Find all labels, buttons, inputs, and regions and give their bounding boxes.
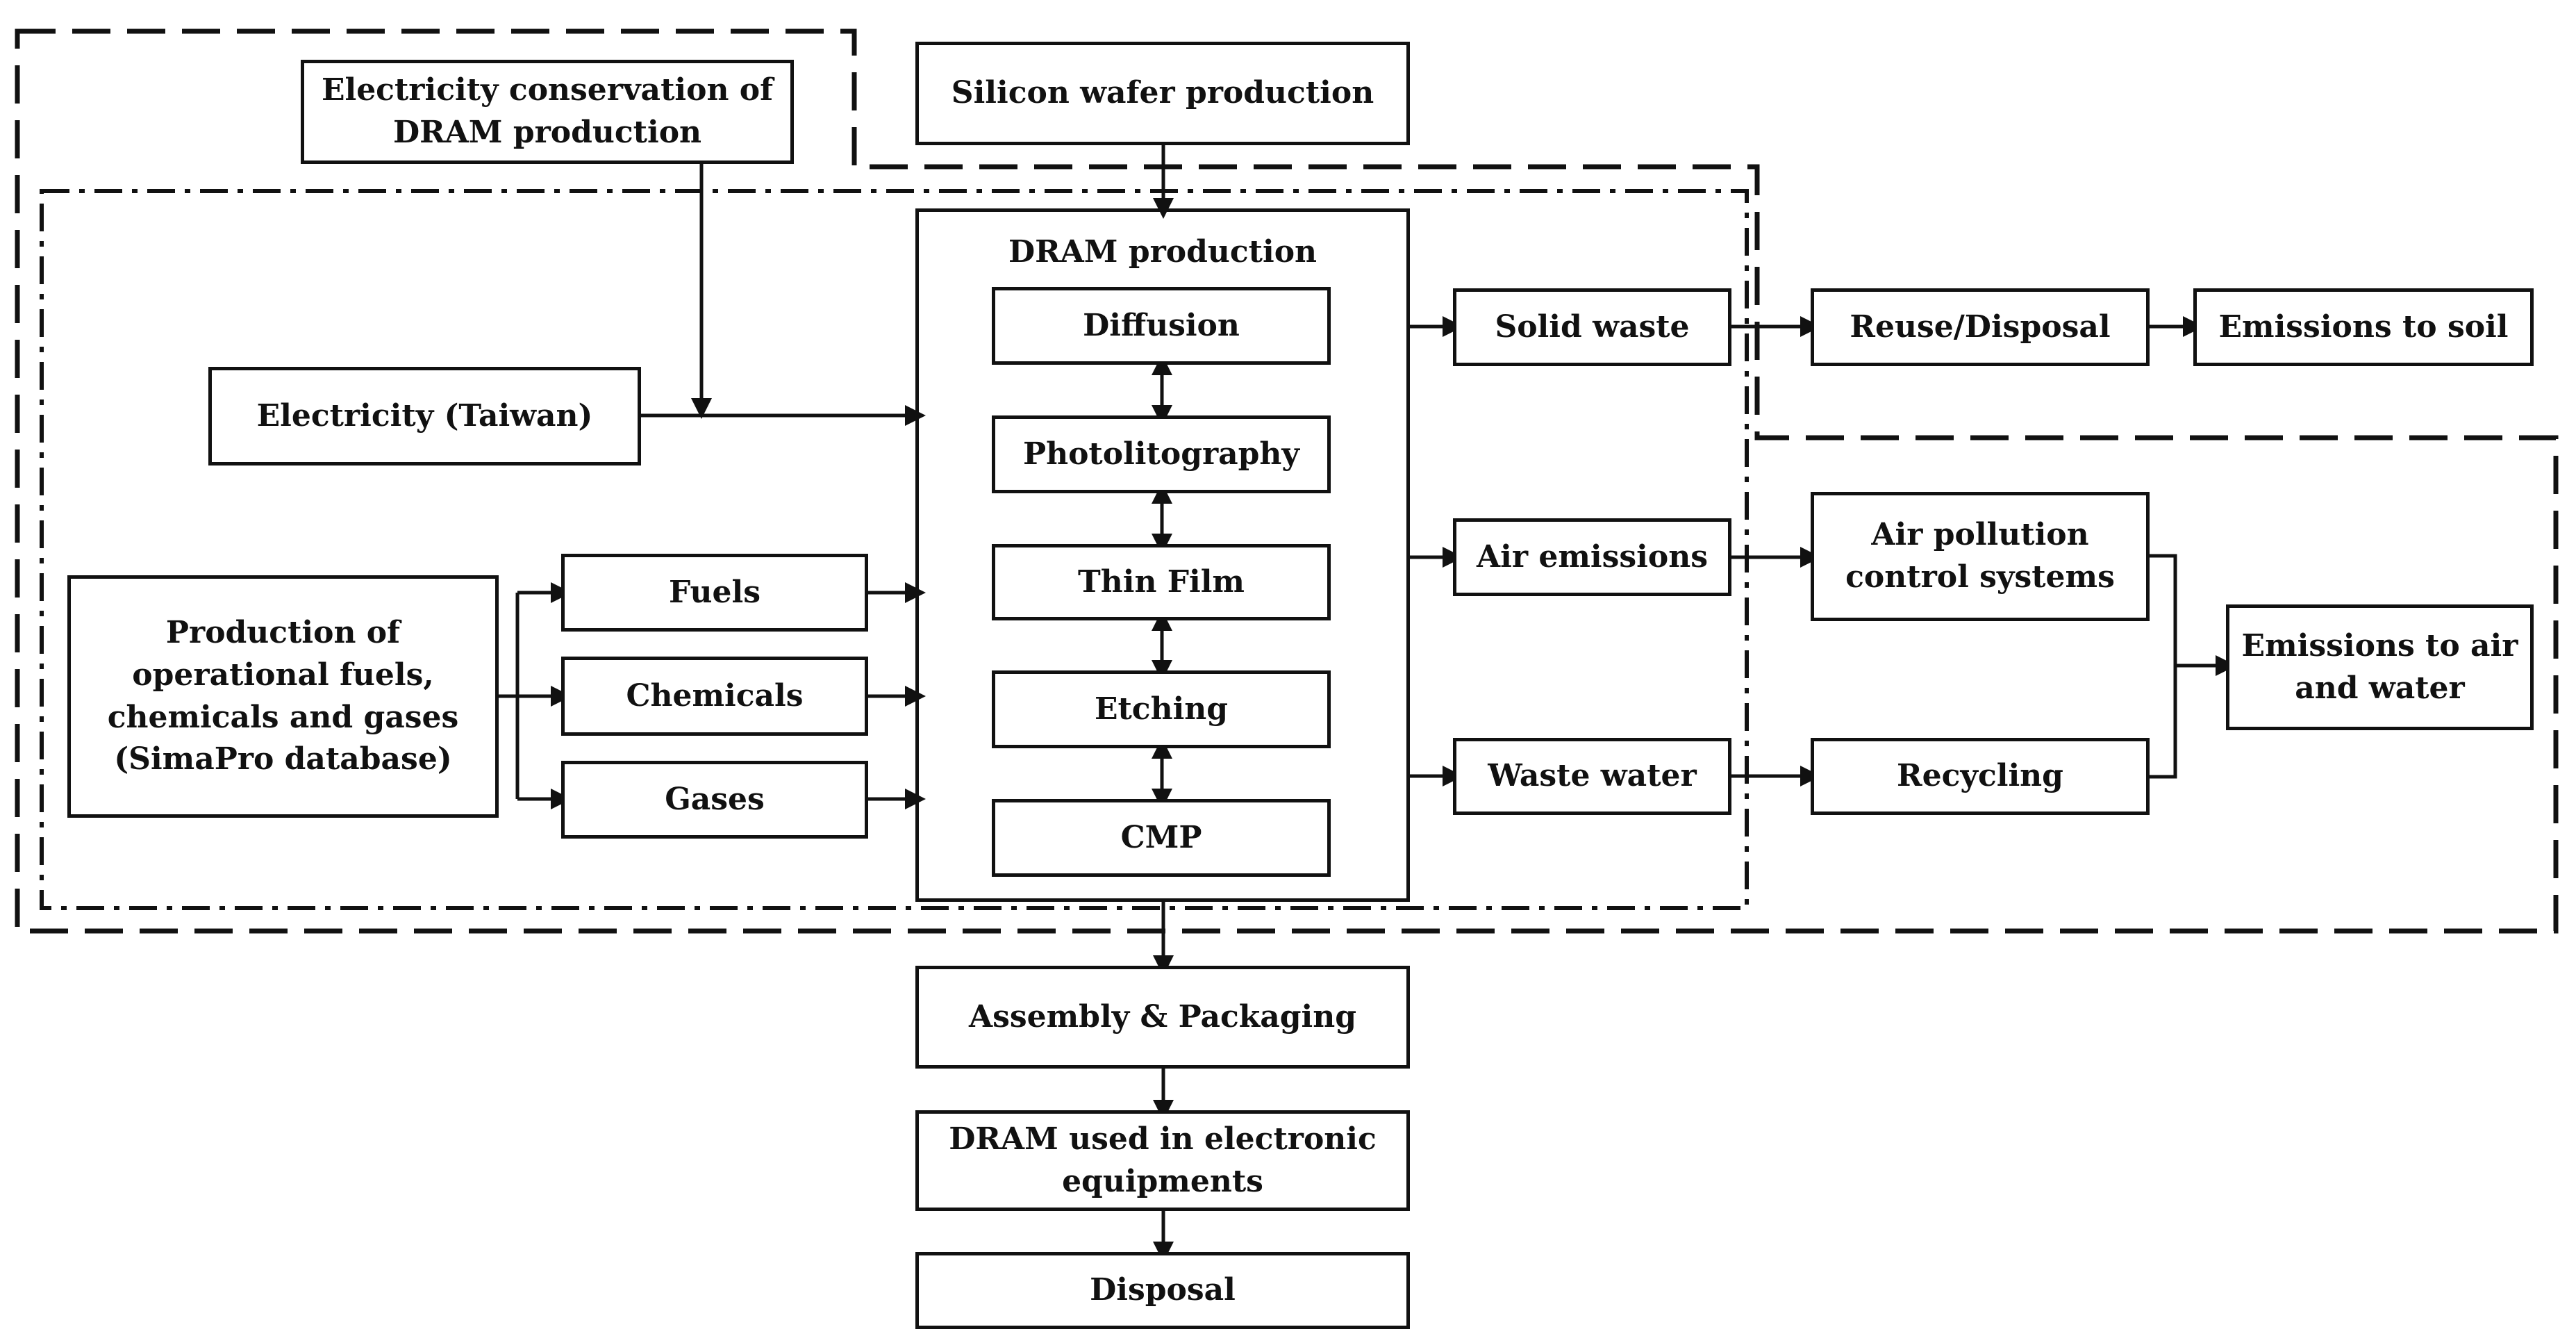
air-pollution-label: Air pollution control systems — [1845, 517, 2115, 595]
solid-waste-label: Solid waste — [1495, 308, 1690, 345]
chemicals-box: Chemicals — [561, 657, 868, 736]
reuse-disposal-label: Reuse/Disposal — [1850, 308, 2111, 345]
cmp-label: CMP — [1120, 819, 1202, 855]
disposal-box: Disposal — [915, 1252, 1410, 1329]
dram-production-box: DRAM production — [915, 208, 1410, 902]
recycling-label: Recycling — [1897, 758, 2063, 794]
electricity-conservation-box: Electricity conservation of DRAM product… — [301, 60, 794, 164]
fuels-box: Fuels — [561, 554, 868, 632]
dashed-boundary — [15, 28, 2559, 934]
diffusion-box: Diffusion — [992, 287, 1331, 365]
air-emissions-box: Air emissions — [1453, 518, 1731, 596]
thin-film-label: Thin Film — [1078, 563, 1245, 600]
photolitography-label: Photolitography — [1023, 436, 1299, 472]
assembly-label: Assembly & Packaging — [968, 998, 1357, 1035]
etching-box: Etching — [992, 670, 1331, 748]
branch-production-to-inputs — [499, 593, 520, 799]
silicon-wafer-label: Silicon wafer production — [951, 75, 1374, 111]
electricity-taiwan-box: Electricity (Taiwan) — [208, 367, 641, 465]
recycling-box: Recycling — [1811, 738, 2150, 815]
dram-used-label: DRAM used in electronic equipments — [949, 1121, 1377, 1199]
gases-box: Gases — [561, 761, 868, 839]
diffusion-label: Diffusion — [1083, 307, 1240, 343]
cmp-box: CMP — [992, 799, 1331, 877]
merge-apc-recycling — [2150, 554, 2177, 779]
air-pollution-box: Air pollution control systems — [1811, 492, 2150, 621]
waste-water-box: Waste water — [1453, 738, 1731, 815]
emissions-air-water-label: Emissions to air and water — [2241, 627, 2518, 706]
emissions-soil-label: Emissions to soil — [2218, 308, 2509, 345]
dram-production-label: DRAM production — [1008, 234, 1318, 270]
fuels-label: Fuels — [669, 574, 761, 610]
reuse-disposal-box: Reuse/Disposal — [1811, 288, 2150, 366]
air-emissions-label: Air emissions — [1477, 538, 1708, 575]
photolitography-box: Photolitography — [992, 415, 1331, 493]
chemicals-label: Chemicals — [626, 677, 804, 714]
etching-label: Etching — [1094, 691, 1229, 727]
silicon-wafer-box: Silicon wafer production — [915, 42, 1410, 145]
production-fuels-box: Production of operational fuels, chemica… — [67, 575, 499, 818]
dram-used-box: DRAM used in electronic equipments — [915, 1110, 1410, 1211]
solid-waste-box: Solid waste — [1453, 288, 1731, 366]
gases-label: Gases — [665, 781, 765, 817]
dash-dot-boundary — [40, 189, 1749, 910]
production-fuels-label: Production of operational fuels, chemica… — [107, 615, 459, 777]
emissions-air-water-box: Emissions to air and water — [2226, 604, 2534, 730]
waste-water-label: Waste water — [1488, 758, 1697, 794]
emissions-soil-box: Emissions to soil — [2193, 288, 2534, 366]
electricity-conservation-label: Electricity conservation of DRAM product… — [321, 72, 774, 150]
electricity-taiwan-label: Electricity (Taiwan) — [256, 397, 593, 434]
thin-film-box: Thin Film — [992, 544, 1331, 620]
assembly-box: Assembly & Packaging — [915, 966, 1410, 1069]
disposal-label: Disposal — [1090, 1272, 1236, 1308]
